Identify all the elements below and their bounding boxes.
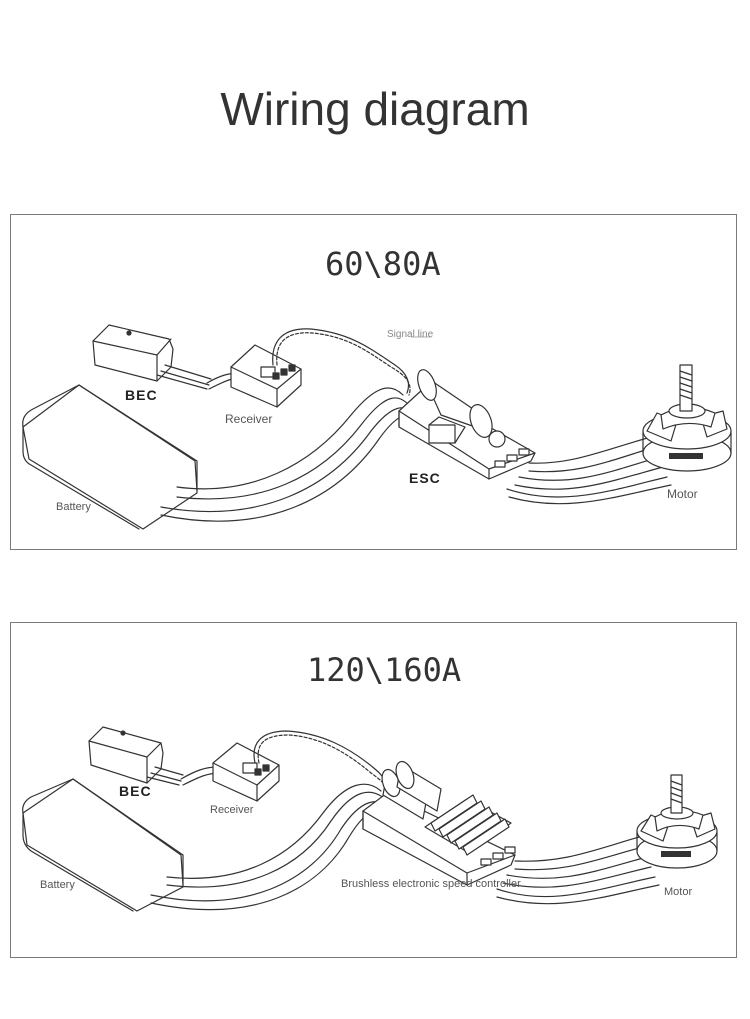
motor-label: Motor (667, 487, 698, 501)
brushless-motor (642, 364, 732, 472)
signal-line-label: Signal line (387, 329, 434, 340)
motor-phase-wires (506, 436, 672, 505)
brushless-motor (636, 774, 718, 869)
motor-label: Motor (664, 886, 693, 898)
receiver-module (212, 742, 280, 802)
receiver-module (230, 344, 302, 408)
receiver-label: Receiver (225, 412, 273, 426)
battery-power-wires (160, 387, 418, 522)
esc-label: ESC (409, 470, 441, 486)
battery-pack (22, 778, 184, 912)
bec-label: BEC (119, 783, 152, 799)
panel-heading: 60\80A (325, 245, 441, 283)
esc-label: Brushless electronic speed controller (341, 878, 521, 890)
bec-label: BEC (125, 387, 158, 403)
battery-power-wires (150, 783, 396, 911)
bec-module (92, 324, 174, 382)
receiver-label: Receiver (210, 804, 254, 816)
panel-heading: 120\160A (307, 651, 462, 689)
bec-leads (146, 766, 222, 786)
bec-module (88, 726, 164, 784)
wiring-illustration-60-80a (22, 324, 732, 530)
motor-phase-wires (496, 836, 660, 905)
wiring-panel-120-160a: 120\160A BEC Receiver Brushless electron… (10, 622, 737, 958)
page-title: Wiring diagram (220, 83, 530, 135)
battery-label: Battery (56, 501, 91, 513)
wiring-illustration-120-160a (22, 726, 718, 912)
battery-label: Battery (40, 879, 75, 891)
esc-board (398, 369, 536, 480)
battery-pack (22, 384, 198, 530)
esc-board (362, 760, 516, 886)
wiring-panel-60-80a: 60\80A Signal line BEC Receiver ESC Batt… (10, 214, 737, 550)
signal-wire (272, 328, 432, 396)
